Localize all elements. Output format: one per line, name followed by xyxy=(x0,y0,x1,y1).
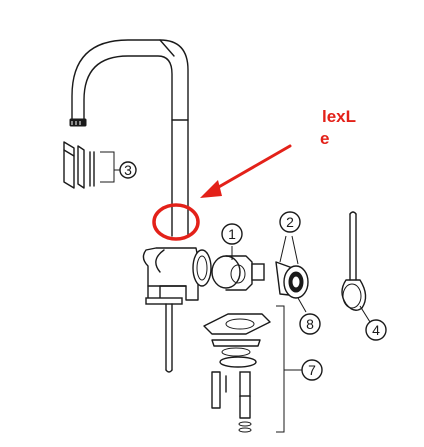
callout-3: 3 xyxy=(119,161,137,179)
callout-1: 1 xyxy=(221,223,243,245)
callout-4: 4 xyxy=(365,319,387,341)
callout-8-label: 8 xyxy=(306,316,314,332)
red-arrow xyxy=(200,144,292,198)
faucet-body xyxy=(142,247,212,373)
callout-3-label: 3 xyxy=(124,162,132,178)
aerator xyxy=(69,118,87,127)
cartridge xyxy=(211,246,265,291)
callout-4-label: 4 xyxy=(372,322,380,338)
handle-lever xyxy=(341,211,371,323)
cap-ring xyxy=(275,235,309,299)
callout-7-label: 7 xyxy=(308,362,316,378)
spout xyxy=(71,39,189,237)
callout-2: 2 xyxy=(279,211,301,233)
annotation-text-line1: lexL xyxy=(322,107,356,126)
mounting-kit xyxy=(203,305,302,433)
callout-2-label: 2 xyxy=(286,214,294,230)
callout-7: 7 xyxy=(301,359,323,381)
annotation-text-line2: e xyxy=(320,129,329,148)
highlight-circle xyxy=(152,203,200,241)
callout-8: 8 xyxy=(297,297,321,335)
callout-1-label: 1 xyxy=(228,226,236,242)
aerator-parts xyxy=(63,141,120,189)
